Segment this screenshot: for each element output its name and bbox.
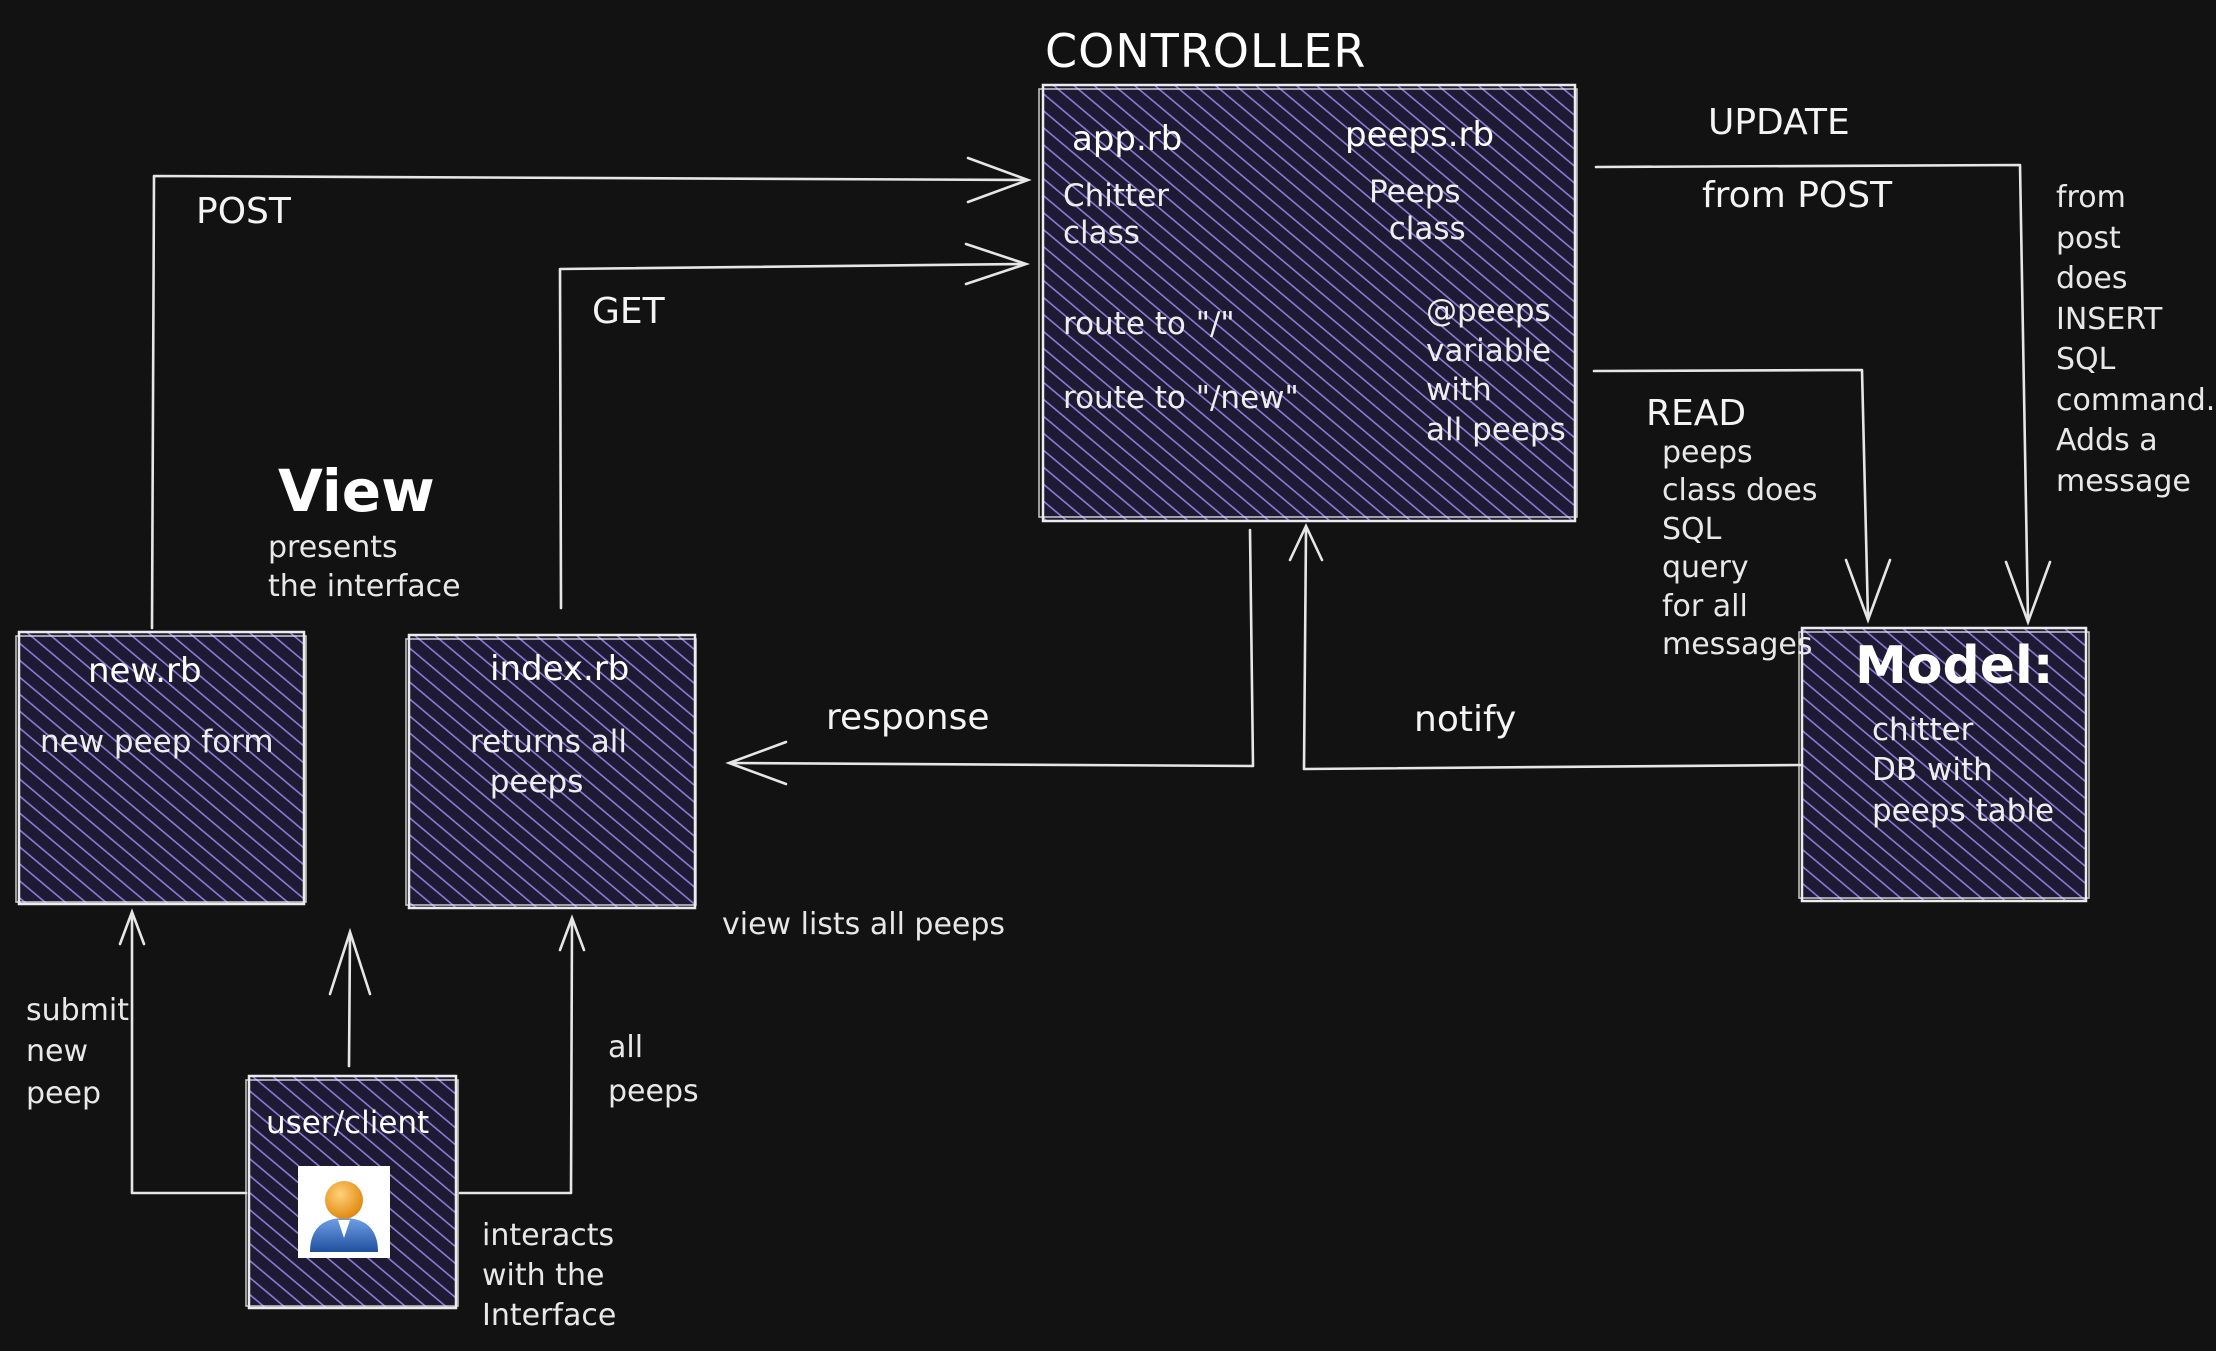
get-arrow bbox=[558, 242, 1031, 610]
all-peeps-arrow bbox=[458, 914, 586, 1195]
view-subtitle: presents the interface bbox=[268, 530, 461, 604]
post-label: POST bbox=[196, 191, 291, 232]
model-desc: chitter DB with peeps table bbox=[1872, 712, 2055, 829]
new-rb-label: new.rb bbox=[88, 651, 202, 691]
read-label: READ bbox=[1646, 393, 1747, 434]
read-note: peeps class does SQL query for all messa… bbox=[1662, 435, 1818, 662]
view-title: View bbox=[278, 457, 435, 525]
post-arrow bbox=[150, 156, 1032, 630]
model-box bbox=[1798, 626, 2090, 903]
response-label: response bbox=[826, 697, 990, 738]
update-label: UPDATE bbox=[1708, 102, 1850, 143]
all-peeps-note: all peeps bbox=[608, 1030, 699, 1109]
notify-label: notify bbox=[1414, 699, 1517, 740]
index-rb-box bbox=[405, 633, 697, 910]
index-rb-note: view lists all peeps bbox=[722, 907, 1006, 942]
app-rb-desc: Chitter class bbox=[1063, 178, 1170, 252]
submit-note: submit new peep bbox=[26, 993, 130, 1111]
model-title: Model: bbox=[1855, 636, 2054, 696]
read-arrow bbox=[1592, 368, 1892, 624]
peeps-variable-text: @peeps variable with all peeps bbox=[1426, 293, 1566, 449]
controller-title: CONTROLLER bbox=[1045, 24, 1367, 78]
user-to-view-arrow bbox=[328, 927, 372, 1068]
get-label: GET bbox=[592, 291, 665, 332]
user-note: interacts with the Interface bbox=[482, 1218, 617, 1333]
controller-box bbox=[1038, 83, 1578, 523]
update-arrow bbox=[1594, 163, 2052, 626]
response-arrow bbox=[725, 528, 1255, 786]
new-rb-desc: new peep form bbox=[40, 724, 274, 760]
notify-arrow bbox=[1288, 522, 1802, 771]
peeps-rb-label: peeps.rb bbox=[1345, 115, 1495, 155]
update-note: from post does INSERT SQL command. Adds … bbox=[2056, 180, 2216, 499]
index-rb-label: index.rb bbox=[490, 649, 630, 689]
update-sub-label: from POST bbox=[1702, 175, 1893, 216]
person-icon bbox=[298, 1166, 390, 1258]
user-client-label: user/client bbox=[266, 1105, 430, 1141]
new-rb-box bbox=[15, 630, 307, 906]
peeps-rb-desc: Peeps class bbox=[1369, 174, 1466, 248]
app-rb-label: app.rb bbox=[1072, 119, 1183, 159]
routes-text: route to "/" route to "/new" bbox=[1063, 306, 1299, 417]
submit-arrow bbox=[118, 908, 248, 1195]
index-rb-desc: returns all peeps bbox=[470, 724, 628, 801]
